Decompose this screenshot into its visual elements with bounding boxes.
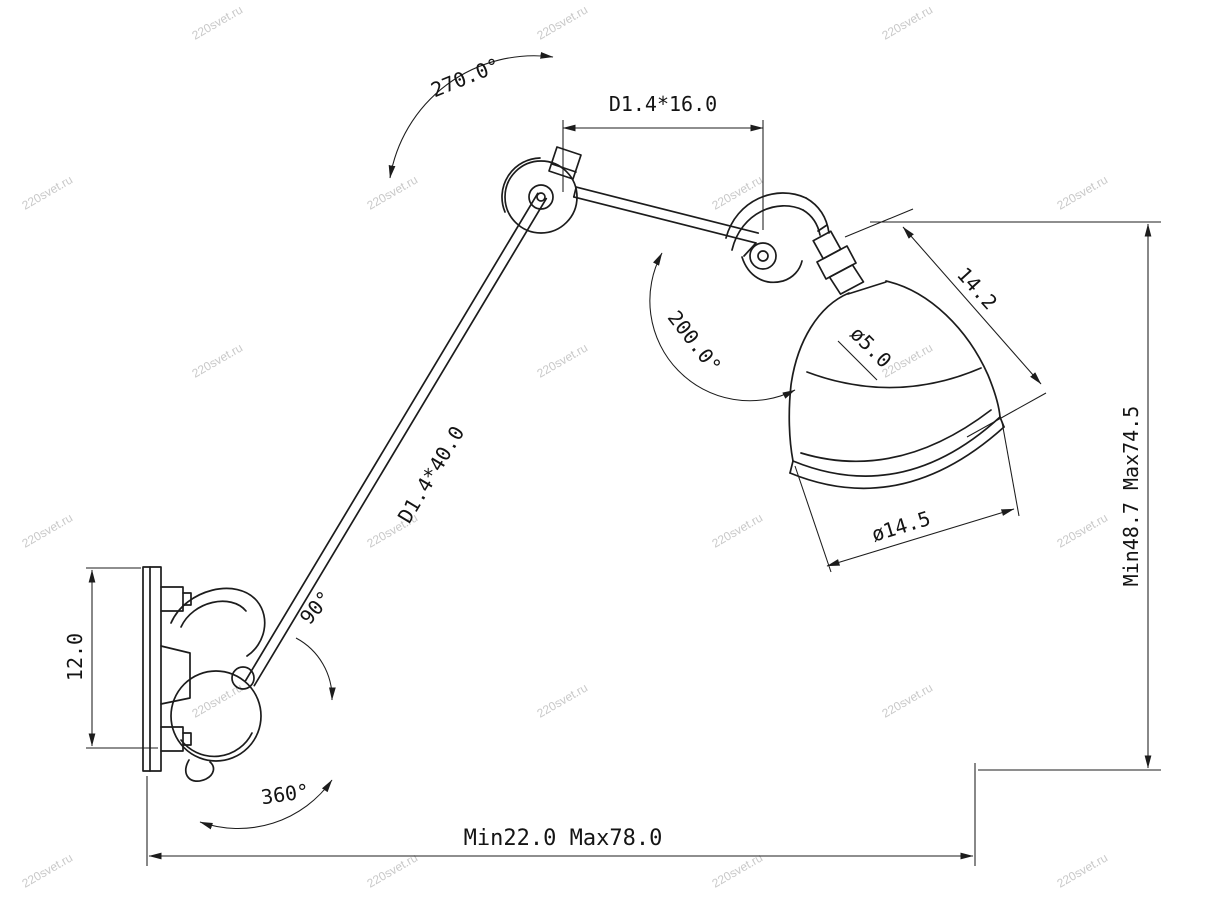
watermark-text: 220svet.ru	[1055, 850, 1111, 890]
leader-line-socket-diameter	[837, 340, 878, 381]
angle-base-label: 360°	[260, 779, 311, 809]
dim-reach-range-label: Min22.0 Max78.0	[464, 826, 663, 851]
dimension-line-shade-diameter	[826, 508, 1015, 567]
dim-shade-height-label: 14.2	[952, 262, 1002, 314]
watermark-text: 220svet.ru	[710, 172, 766, 212]
arc-arm-rotation	[295, 637, 336, 701]
dim-shade-diameter-label: ø14.5	[869, 506, 934, 547]
watermark-text: 220svet.ru	[535, 340, 591, 380]
dimension-layer: D1.4*16.0 D1.4*40.0 14.2 ø5.0 ø14.5 12.0…	[63, 52, 1161, 866]
watermark-text: 220svet.ru	[1055, 510, 1111, 550]
upper-arm	[572, 186, 760, 244]
watermark-text: 220svet.ru	[20, 510, 76, 550]
extension-line	[844, 208, 914, 238]
dim-height-range-label: Min48.7 Max74.5	[1119, 406, 1143, 587]
lower-arm	[244, 192, 548, 687]
watermark-text: 220svet.ru	[20, 172, 76, 212]
dim-lower-arm-label: D1.4*40.0	[393, 422, 469, 527]
dimension-line-shade-height	[902, 226, 1042, 385]
extension-line	[1001, 421, 1020, 517]
extension-line	[966, 392, 1047, 438]
arc-elbow-rotation	[388, 52, 554, 179]
dim-wall-plate-label: 12.0	[63, 633, 87, 681]
extension-line	[794, 465, 832, 573]
angle-elbow-label: 270.0°	[427, 53, 503, 102]
watermark-text: 220svet.ru	[190, 2, 246, 42]
elbow-joint	[501, 146, 582, 234]
watermark-text: 220svet.ru	[880, 2, 936, 42]
wall-mount-plate	[142, 566, 192, 772]
watermark-text: 220svet.ru	[535, 2, 591, 42]
watermark-text: 220svet.ru	[535, 680, 591, 720]
arc-head-rotation	[649, 252, 796, 402]
arc-base-rotation	[199, 779, 333, 830]
watermark-text: 220svet.ru	[710, 510, 766, 550]
angle-head-label: 200.0°	[663, 306, 726, 378]
lamp-shade	[788, 280, 1005, 490]
watermark-text: 220svet.ru	[880, 680, 936, 720]
dim-upper-arm-label: D1.4*16.0	[609, 92, 717, 116]
lamp-socket	[812, 224, 865, 295]
watermark-text: 220svet.ru	[1055, 172, 1111, 212]
angle-arm-label: 90°	[295, 586, 337, 629]
ball-joint	[170, 587, 266, 782]
watermark-text: 220svet.ru	[190, 340, 246, 380]
watermark-text: 220svet.ru	[20, 850, 76, 890]
watermark-text: 220svet.ru	[365, 172, 421, 212]
head-bracket	[725, 192, 830, 284]
